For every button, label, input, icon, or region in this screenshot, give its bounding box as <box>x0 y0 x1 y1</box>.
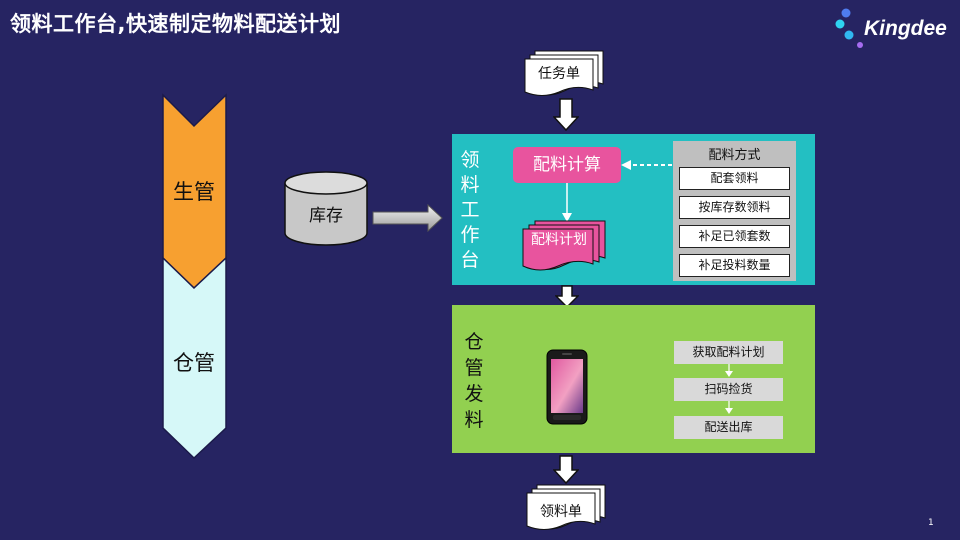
material-plan-label: 配料计划 <box>531 232 587 248</box>
inventory-label: 库存 <box>309 206 343 226</box>
warehouse-role-label: 仓管 <box>173 351 215 375</box>
requisition-sheet-document-icon <box>526 484 606 530</box>
allocation-methods-title: 配料方式 <box>708 148 761 163</box>
inventory-to-workbench-arrow-icon <box>372 204 443 232</box>
workbench-label-char-1: 领 <box>460 149 480 171</box>
production-role-label: 生管 <box>173 180 215 204</box>
brand-logo: Kingdee <box>832 8 956 50</box>
page-title: 领料工作台,快速制定物料配送计划 <box>10 12 341 36</box>
task-sheet-document-icon <box>524 50 604 96</box>
task-sheet-label: 任务单 <box>538 66 580 82</box>
step-scan-pick: 扫码捡货 <box>674 378 783 401</box>
warehouse-role-chevron <box>162 256 227 460</box>
step-deliver-out: 配送出库 <box>674 416 783 439</box>
method-option-by-stock[interactable]: 按库存数领料 <box>679 196 790 219</box>
down-arrow-icon <box>555 285 579 309</box>
material-plan-document-icon <box>522 220 606 271</box>
kingdee-logo-icon <box>835 8 863 48</box>
brand-name: Kingdee <box>864 17 947 40</box>
allocation-methods-box: 配料方式 配套领料 按库存数领料 补足已领套数 补足投料数量 <box>673 141 796 281</box>
method-option-fill-feed[interactable]: 补足投料数量 <box>679 254 790 277</box>
step-get-plan: 获取配料计划 <box>674 341 783 364</box>
warehouse-label-char-3: 发 <box>464 383 484 405</box>
role-flow-strip <box>162 93 227 460</box>
requisition-sheet-label: 领料单 <box>540 504 582 520</box>
workbench-label-char-4: 作 <box>460 224 480 246</box>
calc-to-plan-arrow-icon <box>562 183 572 222</box>
dashed-left-arrow-icon <box>621 160 672 170</box>
method-option-kit[interactable]: 配套领料 <box>679 167 790 190</box>
step-arrow-icon <box>725 401 733 414</box>
page-number: 1 <box>928 518 934 528</box>
handheld-scanner-icon <box>546 349 588 425</box>
down-arrow-icon <box>553 98 579 132</box>
step-arrow-icon <box>725 364 733 377</box>
material-calc-button[interactable]: 配料计算 <box>513 147 621 183</box>
warehouse-label-char-2: 管 <box>464 357 484 379</box>
method-option-fill-kits[interactable]: 补足已领套数 <box>679 225 790 248</box>
warehouse-label-char-4: 料 <box>464 409 484 431</box>
workbench-label-char-2: 料 <box>460 174 480 196</box>
workbench-label-char-5: 台 <box>460 249 480 271</box>
workbench-label-char-3: 工 <box>460 199 480 221</box>
warehouse-label-char-1: 仓 <box>464 331 484 353</box>
inventory-database-icon <box>284 171 368 246</box>
down-arrow-icon <box>553 455 579 485</box>
